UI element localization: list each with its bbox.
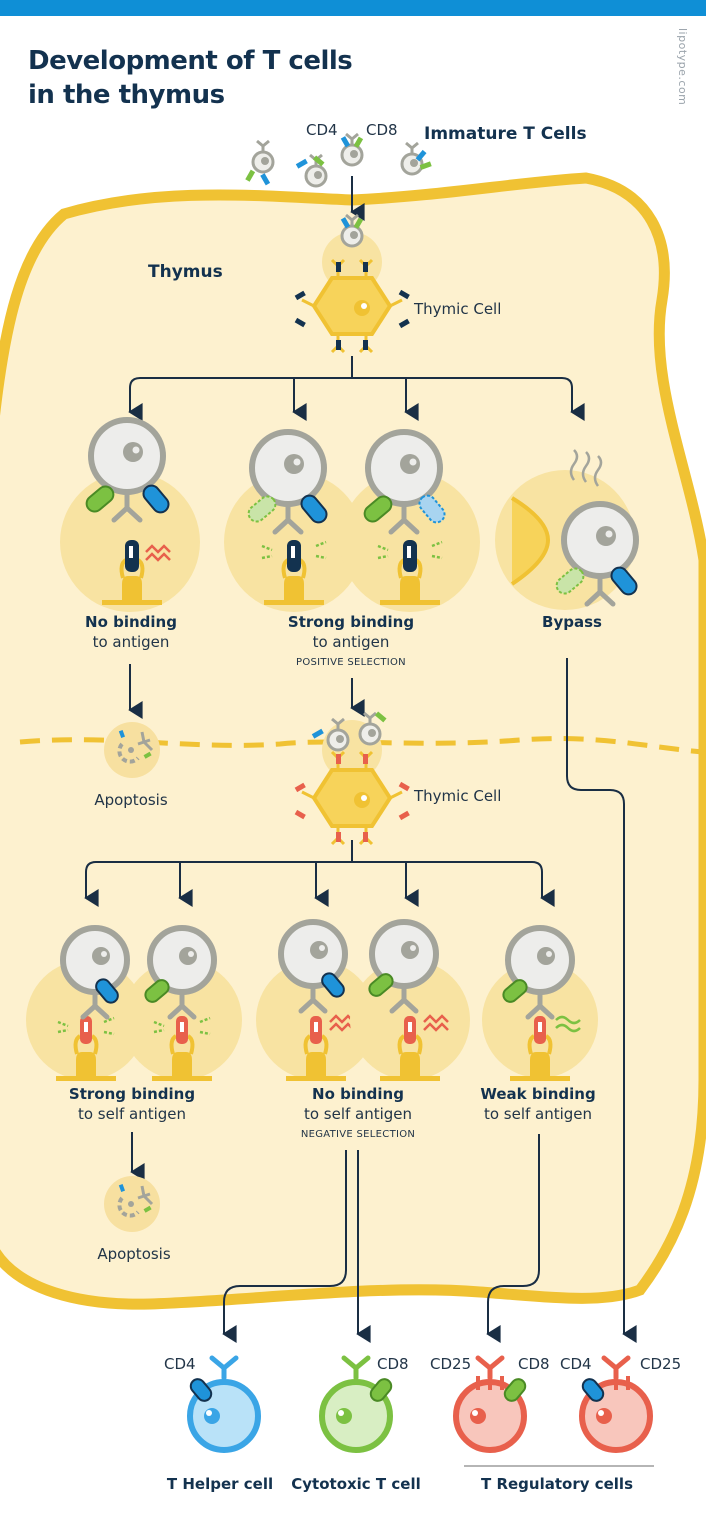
label-thymic-cell-1: Thymic Cell bbox=[414, 300, 502, 318]
label-treg1-cd25: CD25 bbox=[430, 1355, 472, 1373]
row1-no-binding-title: No binding bbox=[85, 613, 177, 631]
label-cytotoxic-t-cell: Cytotoxic T cell bbox=[291, 1475, 421, 1493]
immature-t-cells bbox=[245, 132, 432, 188]
row1-strong-binding-cell-b bbox=[340, 432, 480, 612]
t-regulatory-cell-2 bbox=[579, 1355, 653, 1453]
label-treg2-cd4: CD4 bbox=[560, 1355, 592, 1373]
row2-no-binding-cell-a bbox=[256, 922, 376, 1083]
label-t-regulatory-cells: T Regulatory cells bbox=[480, 1475, 634, 1493]
label-t-helper-cell: T Helper cell bbox=[166, 1475, 274, 1493]
top-color-bar bbox=[0, 0, 706, 16]
row2-strong-binding-title: Strong binding bbox=[68, 1085, 196, 1103]
title-line-1: Development of T cells bbox=[28, 46, 353, 76]
flow-arrows bbox=[84, 176, 637, 1343]
label-thymus: Thymus bbox=[148, 262, 223, 282]
row2-strong-binding-sub: to self antigen bbox=[77, 1105, 187, 1123]
row2-no-binding-title: No binding bbox=[312, 1085, 404, 1103]
label-apoptosis-2: Apoptosis bbox=[97, 1245, 171, 1263]
row2-strong-binding-cell-b bbox=[122, 928, 242, 1083]
label-cytotoxic-cd8: CD8 bbox=[377, 1355, 409, 1373]
row1-bypass-title: Bypass bbox=[542, 613, 602, 631]
label-treg2-cd25: CD25 bbox=[640, 1355, 682, 1373]
row2-weak-binding-title: Weak binding bbox=[480, 1085, 596, 1103]
thymic-cell-1 bbox=[294, 213, 410, 354]
row2-no-binding-sub: to self antigen bbox=[303, 1105, 413, 1123]
t-regulatory-cell-1 bbox=[453, 1355, 527, 1453]
label-cd4-top: CD4 bbox=[306, 121, 338, 139]
brand-watermark: lipotype.com bbox=[676, 28, 689, 106]
row1-no-binding-cell bbox=[60, 420, 200, 612]
label-treg1-cd8: CD8 bbox=[518, 1355, 550, 1373]
label-immature-t-cells: Immature T Cells bbox=[424, 124, 587, 144]
cytotoxic-t-cell bbox=[319, 1355, 393, 1453]
title-line-2: in the thymus bbox=[28, 80, 225, 110]
label-helper-cd4: CD4 bbox=[164, 1355, 196, 1373]
row2-no-binding-cell-b bbox=[350, 922, 470, 1083]
page-title: Development of T cells in the thymus bbox=[28, 44, 353, 112]
label-apoptosis-1: Apoptosis bbox=[94, 791, 168, 809]
row2-negative-selection: NEGATIVE SELECTION bbox=[300, 1129, 416, 1140]
label-cd8-top: CD8 bbox=[366, 121, 398, 139]
row1-strong-binding-cell-a bbox=[224, 432, 364, 612]
apoptosis-2 bbox=[102, 1174, 162, 1234]
apoptosis-1 bbox=[102, 720, 162, 780]
row1-no-binding-sub: to antigen bbox=[92, 633, 170, 651]
cortex-medulla-boundary bbox=[19, 736, 705, 755]
label-thymic-cell-2: Thymic Cell bbox=[414, 787, 502, 805]
thymic-cell-2 bbox=[294, 711, 410, 846]
row1-positive-selection: POSITIVE SELECTION bbox=[296, 657, 406, 668]
row1-bypass-cell bbox=[495, 449, 640, 610]
row2-strong-binding-cell-a bbox=[26, 928, 146, 1083]
row2-weak-binding-sub: to self antigen bbox=[483, 1105, 593, 1123]
t-helper-cell bbox=[187, 1355, 261, 1453]
row2-weak-binding-cell bbox=[482, 928, 598, 1083]
row1-strong-binding-title: Strong binding bbox=[287, 613, 415, 631]
row1-strong-binding-sub: to antigen bbox=[312, 633, 390, 651]
